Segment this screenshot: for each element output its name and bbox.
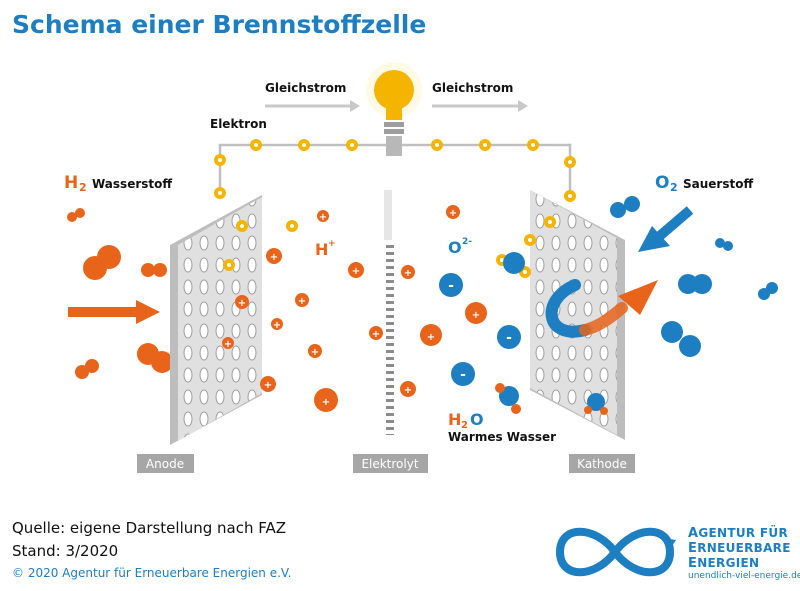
reaction-arrow — [545, 279, 658, 338]
brand-line-3: ENERGIEN — [688, 556, 760, 571]
copyright-note: © 2020 Agentur für Erneuerbare Energien … — [12, 566, 292, 580]
oxide-ions: - - - — [439, 252, 525, 386]
date-note: Stand: 3/2020 — [12, 542, 119, 560]
svg-text:+: + — [270, 252, 278, 263]
electrolyte-membrane — [384, 190, 394, 435]
brand-line-2: ERNEUERBARE — [688, 541, 791, 556]
cathode-label: Kathode — [569, 454, 635, 473]
light-bulb-icon — [366, 62, 422, 156]
anode-plate — [170, 195, 262, 445]
anode-label: Anode — [137, 454, 194, 473]
svg-text:H: H — [64, 173, 78, 193]
current-label-left: Gleichstrom — [265, 81, 346, 95]
svg-text:+: + — [224, 339, 232, 350]
svg-text:Elektrolyt: Elektrolyt — [361, 457, 418, 471]
oxygen-label: O 2 Sauerstoff — [655, 173, 753, 194]
oxide-label: O 2- — [448, 237, 472, 257]
protons: + + + + + + + + + + + + + + + + — [222, 205, 487, 412]
svg-text:+: + — [472, 310, 480, 321]
svg-text:2: 2 — [461, 420, 468, 431]
svg-text:-: - — [506, 330, 512, 346]
svg-text:+: + — [273, 320, 281, 331]
svg-text:H: H — [448, 410, 461, 429]
source-note: Quelle: eigene Darstellung nach FAZ — [12, 519, 287, 537]
brand-url: unendlich-viel-energie.de — [688, 571, 800, 581]
page-title: Schema einer Brennstoffzelle — [12, 10, 427, 39]
svg-text:+: + — [404, 385, 412, 396]
svg-text:2: 2 — [670, 181, 678, 194]
svg-text:+: + — [372, 329, 380, 340]
hydrogen-label: H 2 Wasserstoff — [64, 173, 172, 194]
svg-text:Anode: Anode — [146, 457, 184, 471]
svg-text:+: + — [352, 266, 360, 277]
svg-text:O: O — [448, 238, 462, 257]
svg-text:2: 2 — [79, 181, 87, 194]
svg-text:+: + — [319, 212, 327, 223]
svg-text:+: + — [404, 268, 412, 279]
svg-text:Warmes Wasser: Warmes Wasser — [448, 430, 556, 444]
proton-label: H + — [315, 239, 336, 259]
svg-text:+: + — [264, 380, 272, 391]
svg-text:+: + — [311, 347, 319, 358]
svg-text:+: + — [238, 298, 246, 309]
svg-text:+: + — [427, 332, 435, 343]
svg-text:O: O — [655, 173, 669, 193]
svg-text:Kathode: Kathode — [577, 457, 627, 471]
hydrogen-arrow — [68, 300, 160, 324]
electron-label: Elektron — [210, 117, 267, 131]
cathode-plate — [530, 190, 625, 440]
infinity-logo-icon — [555, 527, 676, 577]
oxygen-arrow — [638, 206, 694, 252]
svg-text:O: O — [470, 410, 484, 429]
svg-text:H: H — [315, 240, 328, 259]
svg-text:Sauerstoff: Sauerstoff — [683, 177, 753, 191]
current-arrow-left — [265, 100, 360, 112]
svg-text:2-: 2- — [462, 237, 472, 247]
current-label-right: Gleichstrom — [432, 81, 513, 95]
svg-text:+: + — [322, 397, 330, 408]
svg-text:-: - — [448, 278, 454, 294]
svg-text:+: + — [328, 239, 336, 249]
svg-text:-: - — [460, 367, 466, 383]
electrolyte-label: Elektrolyt — [353, 454, 428, 473]
brand-line-1: AGENTUR FÜR — [688, 526, 788, 541]
svg-text:Wasserstoff: Wasserstoff — [92, 177, 172, 191]
oxygen-molecules — [610, 196, 778, 357]
hydrogen-molecules — [67, 208, 173, 379]
water-molecules — [495, 383, 608, 415]
svg-text:+: + — [449, 208, 457, 219]
water-label: H 2 O Warmes Wasser — [448, 410, 556, 444]
electrons — [214, 139, 576, 202]
svg-text:+: + — [298, 296, 306, 307]
current-arrow-right — [432, 100, 528, 112]
